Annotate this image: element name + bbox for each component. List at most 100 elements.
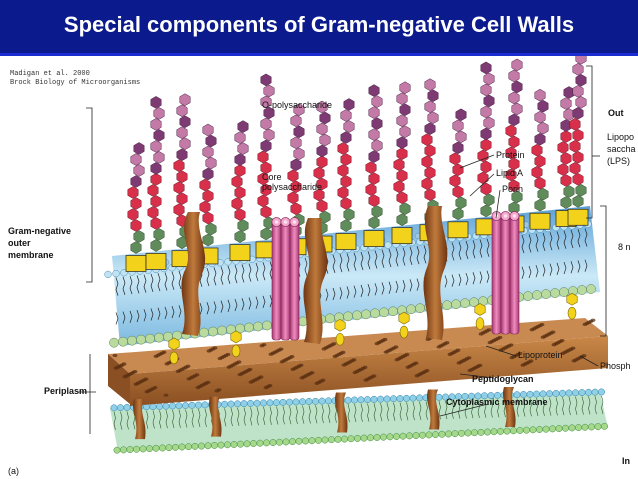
core-sugar (560, 130, 572, 143)
lipid-a-block (391, 227, 413, 245)
core-label-2: polysaccharide (262, 182, 323, 192)
o-antigen-sugar (424, 78, 436, 91)
cytoplasmic-proteins (133, 387, 516, 440)
cyto-head (289, 438, 296, 446)
core-sugar (421, 155, 433, 168)
phospholipid-leader (579, 355, 599, 367)
cyto-lipid-tail (204, 408, 207, 427)
porin-pore (274, 220, 279, 224)
phospholipid-head (532, 290, 542, 300)
lipid-tail (262, 262, 266, 281)
core-sugar (257, 150, 269, 164)
o-antigen-sugar (343, 120, 355, 133)
peptidoglycan-pore (175, 369, 181, 373)
o-antigen-sugar (483, 94, 495, 108)
peptidoglycan-pore (560, 351, 566, 355)
cyto-head (568, 424, 576, 432)
cyto-head (312, 397, 319, 405)
o-antigen-sugar (480, 83, 492, 97)
o-antigen-sugar (340, 131, 352, 144)
core-sugar (130, 219, 142, 232)
cyto-head (266, 399, 274, 407)
core-sugar (290, 180, 302, 194)
core-sugar (257, 172, 269, 186)
o-antigen-sugar (202, 123, 214, 137)
phospholipid-head (370, 308, 380, 319)
cyto-head (435, 393, 443, 401)
lipid-tail (164, 272, 168, 291)
core-sugar (337, 186, 349, 199)
o-antigen-sugar (319, 133, 331, 147)
lipid-tail (374, 283, 378, 296)
cyto-head (250, 440, 257, 447)
cyto-head (292, 398, 300, 406)
cyto-head (529, 426, 537, 434)
lipid-tail (136, 309, 140, 323)
cyto-head (201, 401, 209, 409)
o-antigen-sugar (399, 125, 411, 138)
lipid-tail (374, 250, 378, 269)
cyto-lipid-tail (542, 397, 545, 416)
cyto-head (565, 389, 573, 397)
cell-wall-illustration (78, 56, 608, 454)
core-sugar (560, 174, 572, 187)
cyto-head (542, 425, 550, 433)
o-antigen-sugar (290, 114, 302, 128)
cyto-protein (133, 399, 146, 440)
core-sugar (237, 219, 249, 232)
phospholipid-head (541, 289, 551, 299)
o-polysaccharide-label: O-polysaccharide (262, 100, 333, 110)
porin-pore (512, 214, 517, 218)
cyto-lipid-tail (302, 405, 305, 424)
core-sugar (560, 152, 572, 165)
cyto-head (377, 395, 384, 403)
thickness-bracket (600, 205, 607, 337)
cyto-head (419, 431, 426, 439)
protein-center (303, 218, 328, 344)
lipoprotein-anchor (169, 351, 179, 365)
core-sugar (531, 143, 543, 157)
lipid-tail (451, 242, 455, 261)
cyto-head (549, 425, 556, 433)
peptidoglycan-pore (195, 385, 201, 390)
cyto-head (334, 435, 342, 443)
cyto-lipid-tail (224, 408, 227, 427)
cyto-head (152, 444, 160, 452)
cyto-head (386, 433, 394, 441)
o-antigen-sugar (511, 102, 523, 116)
core-sugar (133, 230, 145, 243)
core-sugar (424, 166, 436, 179)
outer-membrane-bracket (86, 107, 93, 283)
cyto-head (432, 431, 439, 439)
lipid-tail (381, 282, 385, 295)
peptidoglycan-pore (248, 380, 254, 384)
core-sugar (505, 124, 517, 138)
lipid-tail (549, 263, 553, 276)
porin-subunit (280, 219, 291, 341)
o-antigen-sugar (150, 118, 162, 131)
o-antigen-sugar (396, 114, 408, 127)
cyto-lipid-tail (165, 410, 168, 429)
o-antigen-sugar (150, 140, 162, 153)
cyto-head (113, 446, 121, 454)
lipid-a-block (567, 208, 589, 226)
phospholipid-head (460, 298, 470, 309)
core-sugar (396, 213, 408, 226)
o-antigen-sugar (537, 121, 549, 135)
lipid-tail (129, 310, 133, 323)
lipoprotein-anchor (335, 332, 345, 346)
porin-pore (503, 214, 508, 218)
cyto-lipid-tail (471, 400, 474, 419)
core-sugar (368, 216, 380, 229)
core-sugar (127, 208, 139, 221)
cyto-head (581, 423, 589, 431)
phospholipid-head (262, 320, 272, 331)
cyto-head (172, 443, 179, 451)
lipid-a-block (335, 233, 357, 250)
core-sugar (569, 118, 581, 131)
peptidoglycan-pore (206, 349, 212, 353)
porin-pore (283, 220, 288, 224)
lipid-tail (255, 262, 259, 282)
o-antigen-sugar (263, 128, 275, 142)
lipid-tail (395, 248, 399, 267)
